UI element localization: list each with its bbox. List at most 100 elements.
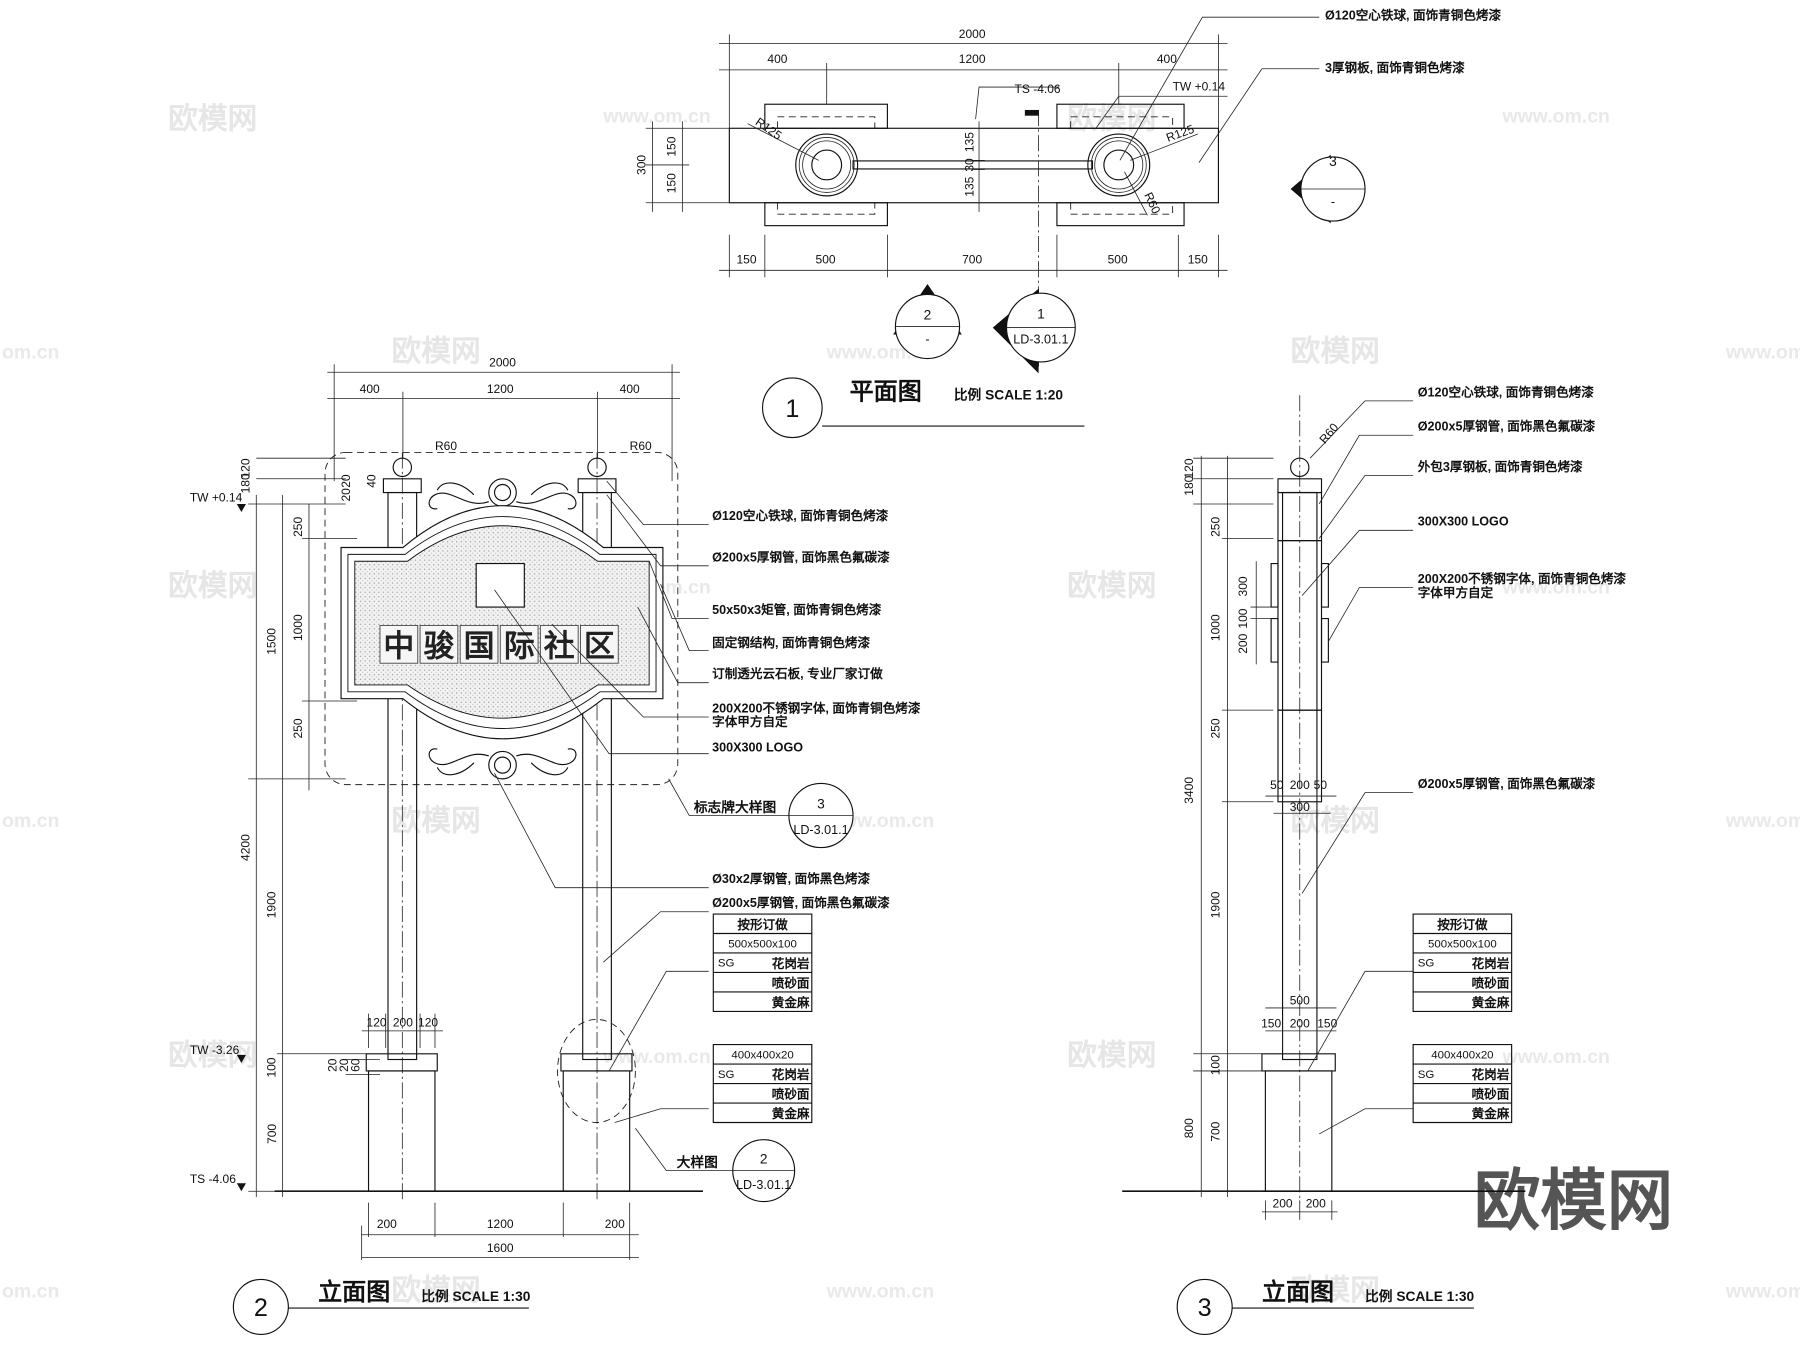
dimension-label: 200	[1306, 1196, 1326, 1210]
dimension-label: 200	[1236, 633, 1250, 653]
detail-callout-label: 标志牌大样图	[693, 799, 776, 815]
level-label: TS -4.06	[190, 1172, 236, 1186]
dimension-label: 300	[1290, 800, 1310, 814]
watermark-logo: 欧模网	[1291, 804, 1380, 837]
dimension-label: 120	[418, 1015, 438, 1029]
dimension-label: 1600	[487, 1241, 514, 1255]
view-scale: 比例 SCALE 1:20	[954, 387, 1063, 403]
table-cell: 400x400x20	[731, 1049, 793, 1061]
dimension-label: 2000	[959, 27, 986, 41]
plan-post-right	[1087, 133, 1151, 197]
watermark-url: www.om.cn	[602, 106, 710, 128]
dimension-label: 150	[736, 252, 756, 266]
annotation: Ø200x5厚钢管, 面饰黑色氟碳漆	[712, 895, 890, 910]
dimension-label: 700	[1209, 1121, 1223, 1141]
watermark-logo: 欧模网	[1067, 570, 1156, 603]
base-left	[367, 1070, 436, 1192]
watermark-url: www.om.cn	[1501, 106, 1609, 128]
base-right	[562, 1070, 631, 1192]
view-title: 平面图	[850, 379, 922, 406]
detail-callout-reference: LD-3.01.1	[793, 823, 848, 837]
detail-callout-number: 2	[760, 1152, 768, 1167]
plan-dimension-lines	[645, 34, 1228, 278]
dimension-label: 20	[339, 474, 353, 488]
watermark-logo: 欧模网	[391, 335, 480, 368]
watermark-logo: 欧模网	[168, 102, 257, 135]
dimension-label: 1000	[291, 614, 305, 641]
view-number: 3	[1198, 1294, 1212, 1322]
radius-label: R60	[630, 439, 652, 453]
dimension-label: 250	[291, 517, 305, 537]
dimension-label: 200	[1290, 778, 1310, 792]
sign-letter: 区	[584, 628, 615, 663]
dimension-label: 180	[238, 473, 252, 493]
annotation: 300X300 LOGO	[712, 740, 803, 754]
dimension-label: 150	[1317, 1016, 1337, 1030]
dimension-label: 200	[1290, 1016, 1310, 1030]
watermark-logo: 欧模网	[1067, 102, 1156, 135]
plan-slab	[728, 127, 1219, 204]
side-base	[1264, 1070, 1333, 1192]
plan-level-flag	[1024, 109, 1039, 116]
view-title: 立面图	[1262, 1278, 1334, 1306]
table-grid	[712, 913, 813, 1012]
annotation: 字体甲方自定	[1418, 585, 1494, 600]
sign-lettering: 中骏国际社区	[379, 624, 619, 664]
annotation: Ø200x5厚钢管, 面饰黑色氟碳漆	[1418, 419, 1596, 434]
section-marker-3	[1290, 154, 1366, 224]
base-collars	[365, 1053, 633, 1072]
annotation: 200X200不锈钢字体, 面饰青铜色烤漆	[712, 700, 921, 715]
dimension-label: 100	[265, 1057, 279, 1077]
watermark-logo: 欧模网	[1291, 335, 1380, 368]
table-cell: 按形订做	[737, 917, 788, 932]
detail-boundary	[324, 451, 679, 786]
view-number: 1	[785, 395, 799, 423]
view-title: 立面图	[318, 1278, 390, 1306]
level-label: TS -4.06	[1015, 82, 1061, 96]
table-cell: 400x400x20	[1431, 1049, 1493, 1061]
logo-box	[475, 562, 525, 608]
dimension-label: 250	[291, 718, 305, 738]
dimension-label: 300	[635, 155, 649, 175]
dimension-label: 2000	[489, 356, 516, 370]
table-cell: 黄金麻	[772, 995, 810, 1010]
dimension-label: 1900	[1209, 891, 1223, 918]
plan-pad	[764, 103, 888, 129]
dimension-label: 20	[339, 488, 353, 502]
annotation: 50x50x3矩管, 面饰青铜色烤漆	[712, 602, 882, 617]
dimension-label: 400	[1157, 52, 1177, 66]
dimension-label: 1500	[265, 628, 279, 655]
table-grid	[712, 1044, 813, 1124]
dimension-label: 1200	[487, 1217, 514, 1231]
section-marker-2	[893, 284, 962, 360]
annotation: 订制透光云石板, 专业厂家订做	[712, 666, 883, 681]
table-cell: 喷砂面	[1472, 1086, 1510, 1101]
watermark-url: om.cn	[2, 342, 59, 364]
plan-view	[645, 16, 1366, 439]
table-cell: SG	[1418, 958, 1435, 970]
section-marker-number: 2	[924, 308, 932, 323]
table-cell: SG	[1418, 1069, 1435, 1081]
radius-label: R125	[1164, 122, 1196, 145]
dimension-label: 100	[1209, 1055, 1223, 1075]
watermark-url: om.cn	[2, 1281, 59, 1303]
dimension-label: 700	[265, 1124, 279, 1144]
table-cell: 花岗岩	[772, 956, 810, 971]
letter-box	[379, 624, 419, 664]
watermark-url: www.om.cn	[826, 1281, 934, 1303]
radius-label: R125	[753, 115, 785, 143]
table-cell: 500x500x100	[728, 938, 797, 950]
plan-leaders	[975, 16, 1320, 163]
annotation: 字体甲方自定	[712, 714, 788, 729]
watermarks: 欧模网欧模网欧模网欧模网欧模网欧模网欧模网欧模网欧模网欧模网欧模网欧模网www.…	[2, 102, 1800, 1307]
table-cell: 按形订做	[1437, 917, 1488, 932]
dimension-label: 20	[337, 1058, 351, 1072]
sign-panel	[354, 525, 650, 719]
sign-letter: 国	[464, 628, 495, 663]
dimension-label: 150	[665, 173, 679, 193]
elevation-front-leaders	[494, 480, 709, 1123]
section-marker-reference: -	[925, 333, 929, 347]
sign-letter: 社	[544, 628, 575, 663]
